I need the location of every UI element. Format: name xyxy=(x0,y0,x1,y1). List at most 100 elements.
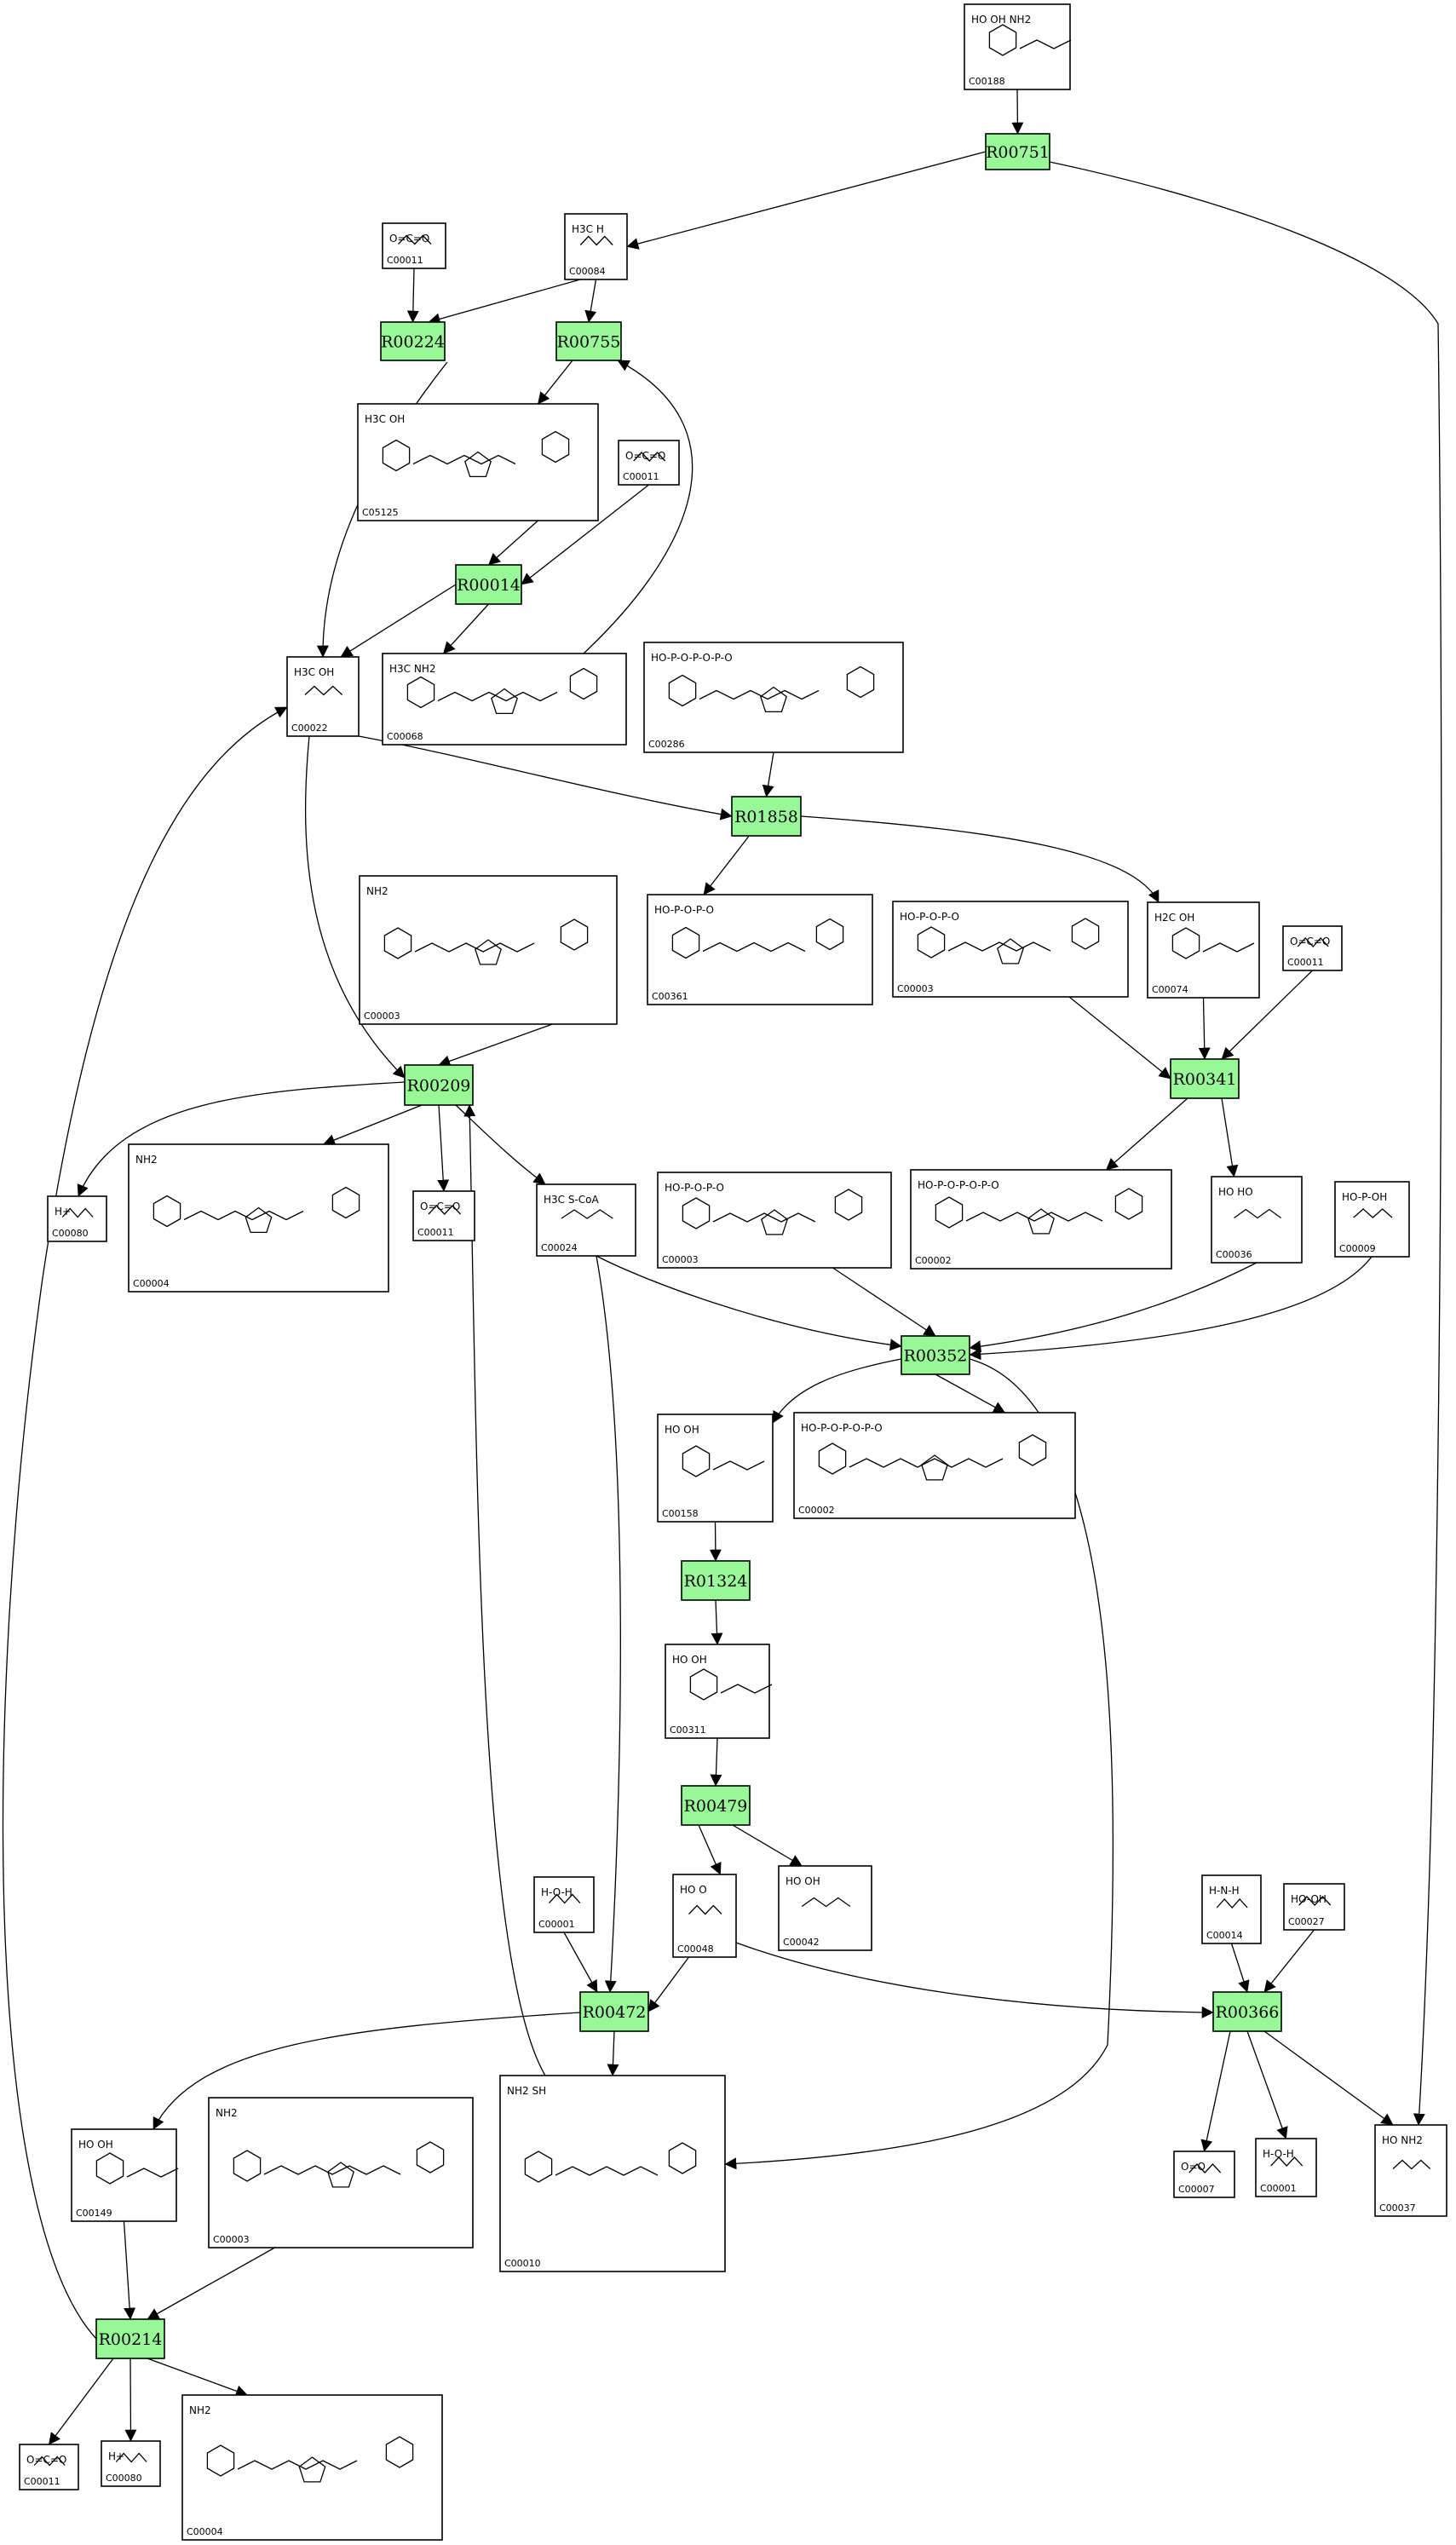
compound-structure-text: HO-P-O-P-O xyxy=(654,904,714,916)
compound-structure-text: HO NH2 xyxy=(1382,2134,1423,2146)
reaction-node[interactable]: R00755 xyxy=(555,321,622,361)
compound-id-label: C00036 xyxy=(1216,1249,1252,1260)
pathway-arrow xyxy=(1263,1929,1315,1993)
compound-structure-text: NH2 xyxy=(216,2107,238,2119)
pathway-arrow xyxy=(703,835,750,895)
compound-id-label: C00011 xyxy=(24,2476,60,2487)
compound-id-label: C00003 xyxy=(213,2234,250,2245)
compound-id-label: C00004 xyxy=(187,2526,223,2537)
compound-id-label: C05125 xyxy=(362,507,399,518)
compound-structure-text: H+ xyxy=(108,2450,124,2462)
compound-node[interactable]: HO-OH C00027 xyxy=(1283,1883,1345,1931)
compound-id-label: C00080 xyxy=(52,1228,89,1239)
compound-id-label: C00001 xyxy=(1260,2183,1297,2194)
reaction-node[interactable]: R00341 xyxy=(1170,1058,1240,1099)
pathway-arrow xyxy=(772,1358,902,1424)
reaction-id-label: R00366 xyxy=(1216,2003,1280,2022)
compound-structure-text: NH2 xyxy=(366,885,388,897)
pathway-arrow xyxy=(698,1824,722,1875)
reaction-id-label: R00341 xyxy=(1173,1070,1237,1089)
compound-id-label: C00002 xyxy=(915,1255,952,1266)
reaction-node[interactable]: R00014 xyxy=(455,564,522,605)
pathway-arrow xyxy=(48,2358,114,2445)
compound-structure-text: H+ xyxy=(55,1206,71,1218)
pathway-edges xyxy=(2,89,1442,2445)
compound-id-label: C00188 xyxy=(969,76,1005,87)
pathway-arrow xyxy=(2,706,288,2340)
pathway-arrow xyxy=(1246,2030,1288,2139)
compound-node[interactable]: H+C00080 xyxy=(101,2440,161,2487)
reaction-node[interactable]: R00366 xyxy=(1212,1991,1282,2032)
compound-id-label: C00084 xyxy=(569,266,606,277)
reaction-node[interactable]: R00352 xyxy=(901,1335,970,1375)
compound-id-label: C00037 xyxy=(1379,2202,1416,2214)
reaction-node[interactable]: R00479 xyxy=(681,1785,751,1826)
pathway-arrow xyxy=(1011,89,1024,135)
reaction-node[interactable]: R00472 xyxy=(579,1991,649,2032)
compound-id-label: C00022 xyxy=(291,723,328,734)
compound-structure-text: H-O-H xyxy=(1263,2148,1294,2160)
reaction-node[interactable]: R00224 xyxy=(380,321,446,361)
compound-id-label: C00009 xyxy=(1339,1243,1376,1254)
pathway-arrow xyxy=(521,484,649,585)
reaction-id-label: R00214 xyxy=(99,2330,163,2349)
reaction-node[interactable]: R00209 xyxy=(404,1064,474,1106)
compound-node[interactable]: HO-P-OH C00009 xyxy=(1334,1181,1410,1258)
pathway-arrow xyxy=(305,735,406,1079)
compound-structure-text: HO-P-OH xyxy=(1342,1191,1387,1203)
compound-id-label: C00158 xyxy=(662,1508,699,1519)
reaction-node[interactable]: R00214 xyxy=(95,2318,165,2359)
compound-node[interactable]: H3C H C00084 xyxy=(564,213,628,280)
compound-id-label: C00027 xyxy=(1288,1916,1325,1927)
compound-node[interactable]: H-O-H C00001 xyxy=(1255,2138,1317,2197)
reaction-node[interactable]: R01324 xyxy=(681,1560,751,1601)
reaction-node[interactable]: R00751 xyxy=(985,133,1050,170)
pathway-arrow xyxy=(443,603,489,654)
compound-id-label: C00011 xyxy=(387,255,423,266)
reaction-node[interactable]: R01858 xyxy=(731,796,802,837)
compound-structure-text: H3C H xyxy=(572,223,604,235)
compound-structure-text: HO O xyxy=(680,1884,707,1896)
compound-structure-text: HO OH xyxy=(786,1875,820,1887)
reaction-id-label: R00751 xyxy=(986,143,1050,162)
compound-structure-text: O=C=O xyxy=(1290,936,1330,947)
compound-structure-text: HO-OH xyxy=(1291,1893,1327,1905)
pathway-arrow xyxy=(1221,1097,1239,1177)
compound-node[interactable]: H+ C00080 xyxy=(47,1195,107,1242)
pathway-arrow xyxy=(428,279,581,325)
compound-structure-text: NH2 xyxy=(135,1154,158,1166)
compound-id-label: C00068 xyxy=(387,731,423,742)
